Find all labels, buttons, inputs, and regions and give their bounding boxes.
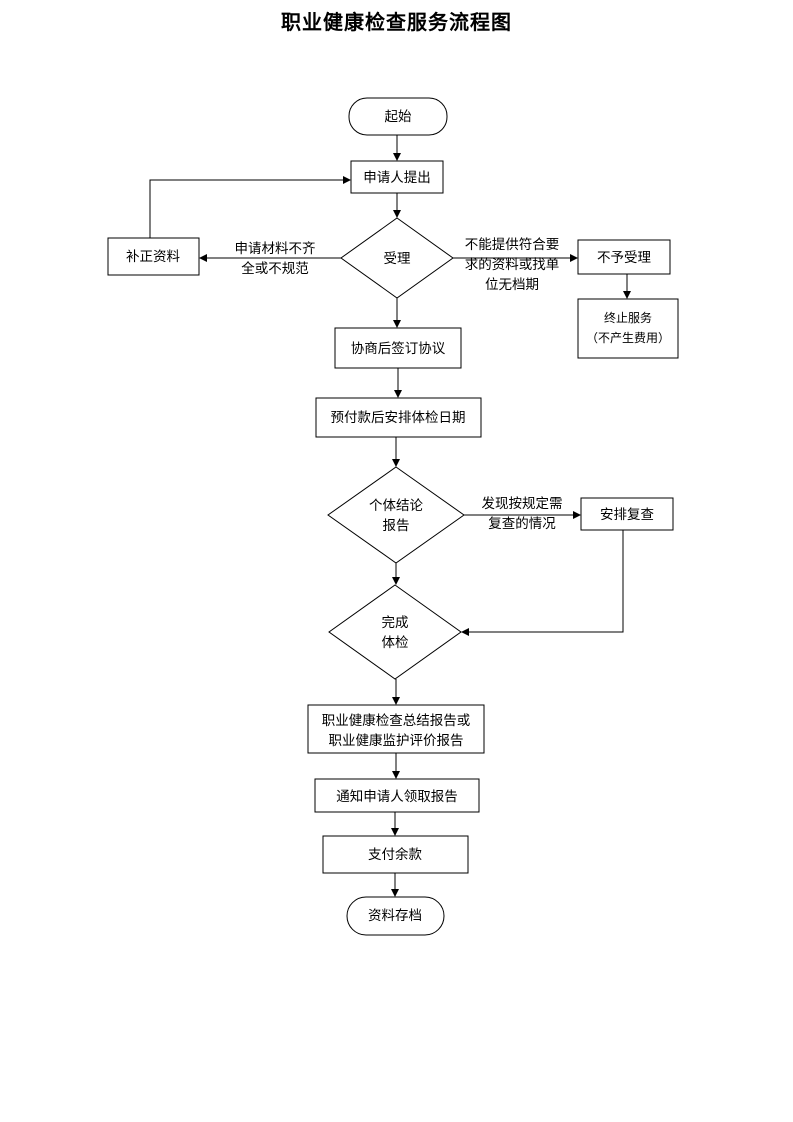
terminate-node: 终止服务 （不产生费用）: [577, 298, 679, 359]
negotiate-label: 协商后签订协议: [351, 340, 446, 357]
pay-balance-label: 支付余款: [368, 846, 422, 863]
edge-label-noqualify-3: 位无档期: [485, 277, 539, 293]
arrow-recheck-to-complete: [461, 530, 624, 636]
negotiate-node: 协商后签订协议: [334, 327, 462, 369]
recheck-node: 安排复查: [580, 497, 674, 531]
start-node: 起始: [348, 97, 448, 136]
arrow-supplement-to-apply: [149, 176, 351, 238]
individual-report-decision: 个体结论 报告: [327, 466, 465, 564]
complete-decision: 完成 体检: [328, 584, 462, 680]
summary-label-2: 职业健康监护评价报告: [329, 732, 464, 749]
edge-label-noqualify-2: 求的资料或找单: [465, 257, 560, 273]
edge-label-incomplete-2: 全或不规范: [241, 260, 309, 277]
individual-label-1: 个体结论: [369, 498, 423, 514]
complete-label-1: 完成: [382, 615, 409, 631]
complete-label-2: 体检: [382, 635, 409, 651]
reject-node: 不予受理: [577, 239, 671, 275]
apply-node: 申请人提出: [350, 160, 444, 194]
reject-label: 不予受理: [597, 250, 651, 266]
pay-balance-node: 支付余款: [322, 835, 469, 874]
summary-label-1: 职业健康检查总结报告或: [322, 712, 471, 729]
terminate-label-1: 终止服务: [604, 310, 652, 325]
edge-label-recheck-2: 复查的情况: [488, 515, 556, 532]
edge-label-incomplete-1: 申请材料不齐: [235, 241, 316, 257]
accept-label: 受理: [384, 251, 411, 267]
apply-label: 申请人提出: [363, 170, 431, 186]
notify-node: 通知申请人领取报告: [314, 778, 480, 813]
prepay-label: 预付款后安排体检日期: [331, 410, 466, 426]
prepay-node: 预付款后安排体检日期: [315, 397, 482, 438]
notify-label: 通知申请人领取报告: [336, 788, 458, 805]
individual-label-2: 报告: [383, 518, 410, 534]
archive-label: 资料存档: [368, 908, 422, 924]
terminate-label-2: （不产生费用）: [586, 331, 670, 345]
edge-label-recheck-1: 发现按规定需: [482, 496, 563, 512]
accept-decision: 受理: [340, 217, 454, 299]
recheck-label: 安排复查: [600, 506, 654, 523]
page-title: 职业健康检查服务流程图: [281, 10, 512, 34]
supplement-node: 补正资料: [107, 237, 200, 276]
archive-node: 资料存档: [346, 896, 445, 936]
start-label: 起始: [385, 109, 412, 125]
edge-label-noqualify-1: 不能提供符合要: [465, 237, 560, 253]
summary-report-node: 职业健康检查总结报告或 职业健康监护评价报告: [307, 704, 485, 754]
supplement-label: 补正资料: [126, 249, 180, 265]
